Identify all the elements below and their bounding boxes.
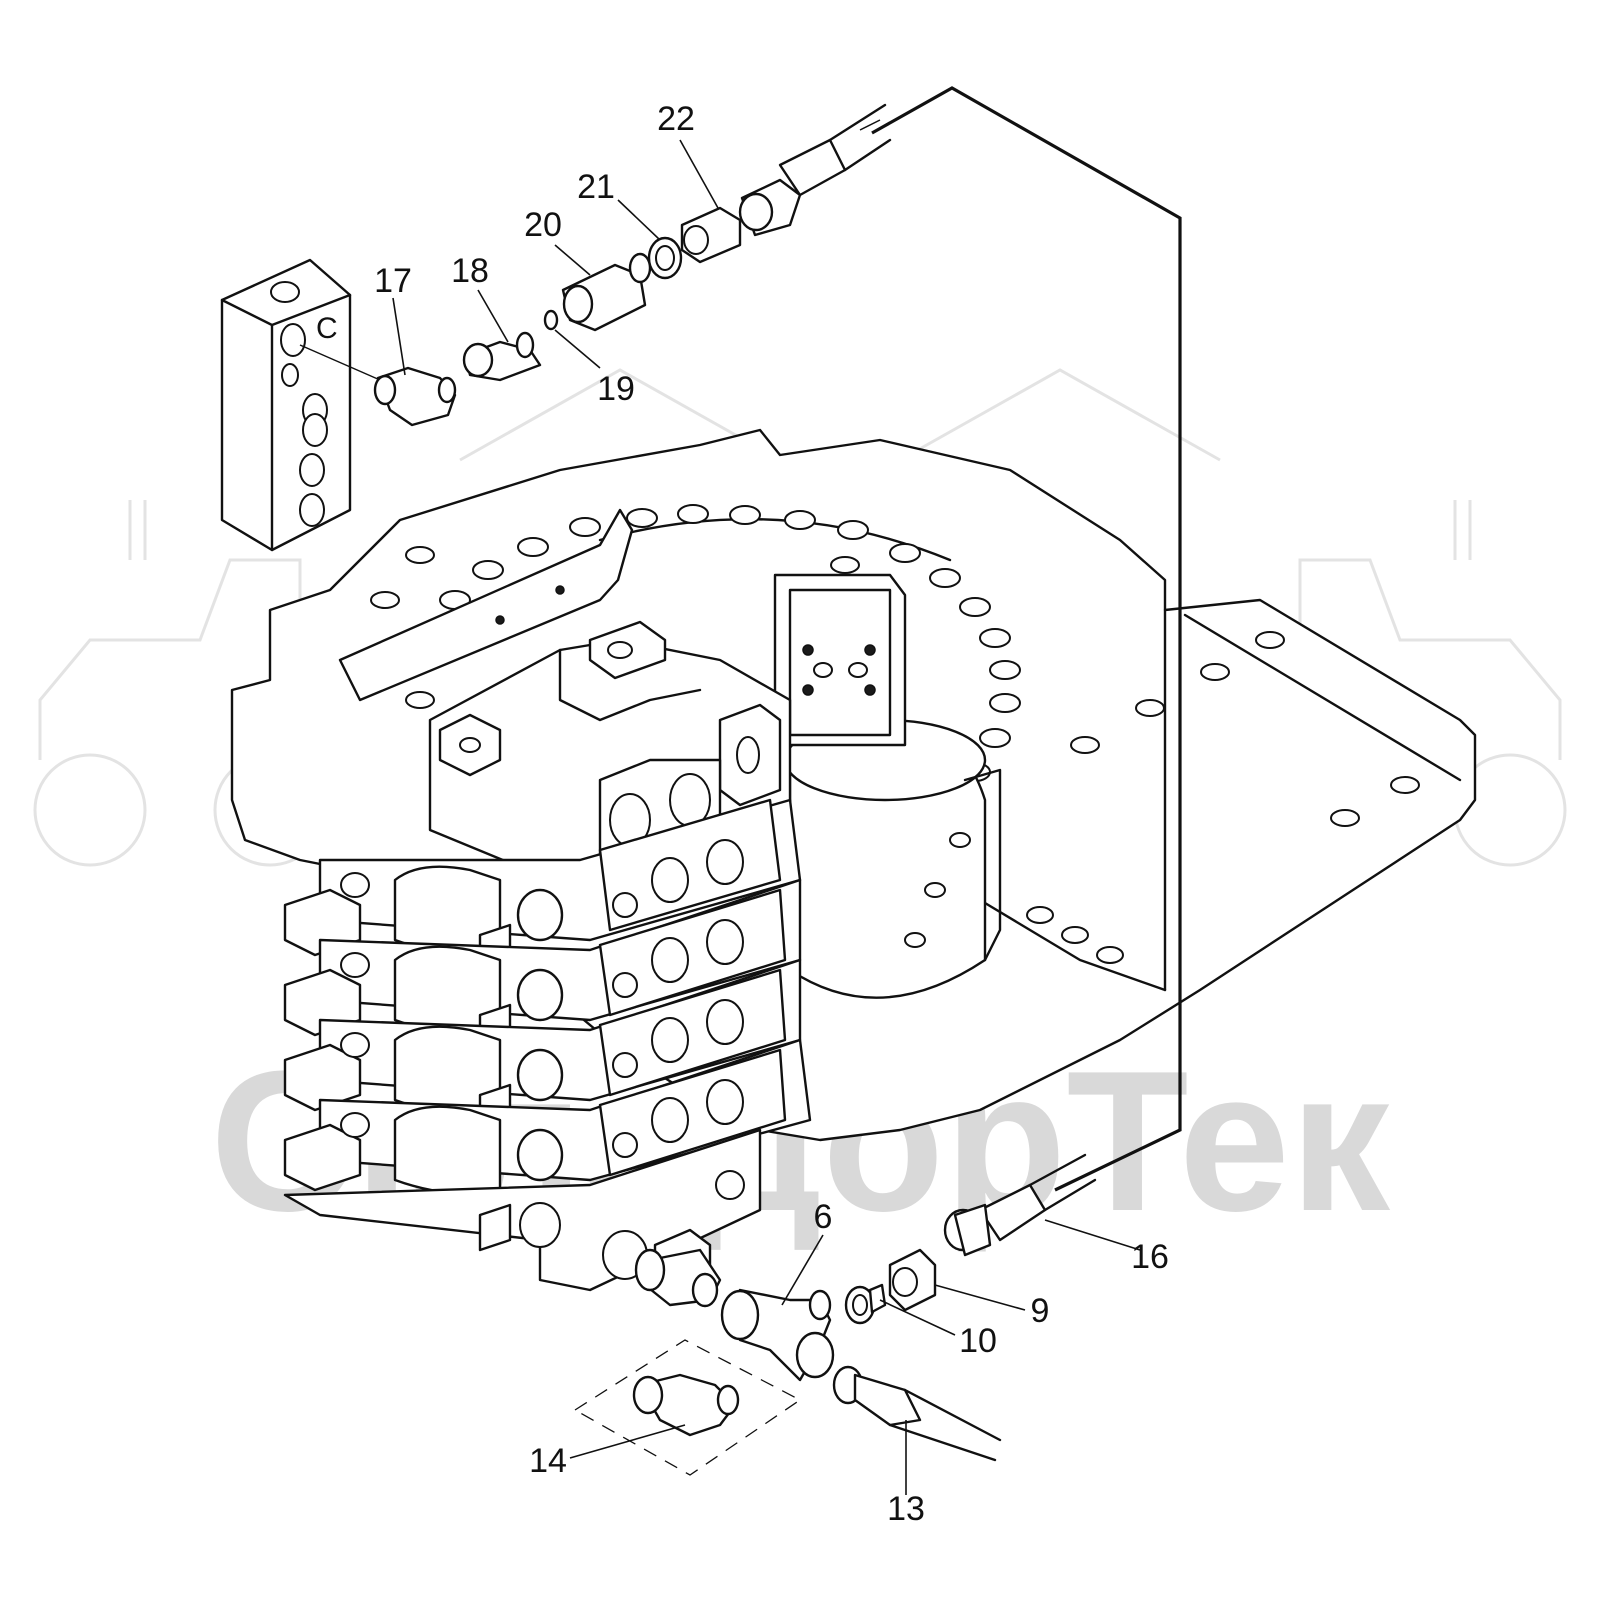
callout-19: 19 [597, 370, 635, 408]
callout-9: 9 [1031, 1292, 1050, 1330]
hose-routing-line [871, 86, 1182, 1192]
mounting-bracket [338, 508, 634, 702]
valve-section-3 [283, 958, 802, 1127]
part-10-washer [844, 1283, 887, 1325]
valve-adapter [634, 1248, 722, 1308]
callout-6: 6 [814, 1198, 833, 1236]
part-18-connector [462, 331, 542, 382]
upper-hose [738, 103, 892, 237]
part-9-nut [888, 1248, 937, 1312]
upper-fitting-chain [299, 103, 892, 427]
valve-section-1 [283, 798, 802, 967]
part-16-hose-end [943, 1153, 1097, 1257]
callout-14: 14 [529, 1442, 567, 1480]
callout-21: 21 [577, 168, 615, 206]
port-block: C [220, 258, 352, 552]
control-valve-block [283, 620, 812, 1292]
callout-16: 16 [1131, 1238, 1169, 1276]
part-13-hose [832, 1365, 1002, 1462]
port-letter-c: C [316, 312, 338, 345]
callout-13: 13 [887, 1490, 925, 1528]
callout-22: 22 [657, 100, 695, 138]
callout-18: 18 [451, 252, 489, 290]
lower-fitting-chain [573, 1153, 1097, 1476]
part-20-adapter [561, 252, 652, 332]
valve-inlet-section [283, 1128, 762, 1292]
callouts: 22 21 20 18 17 19 6 16 9 10 14 13 [374, 100, 1169, 1528]
callout-20: 20 [524, 206, 562, 244]
part-22-nut [680, 206, 742, 264]
part-19-oring [543, 309, 559, 331]
valve-section-4 [283, 1038, 812, 1195]
swing-motor [773, 556, 1002, 999]
callout-17: 17 [374, 262, 412, 300]
part-6-tee [720, 1288, 835, 1382]
part-17-elbow [373, 366, 457, 427]
callout-10: 10 [959, 1322, 997, 1360]
part-14-elbow-option [573, 1339, 802, 1476]
valve-section-2 [283, 878, 802, 1047]
leader-lines [392, 139, 1141, 1495]
